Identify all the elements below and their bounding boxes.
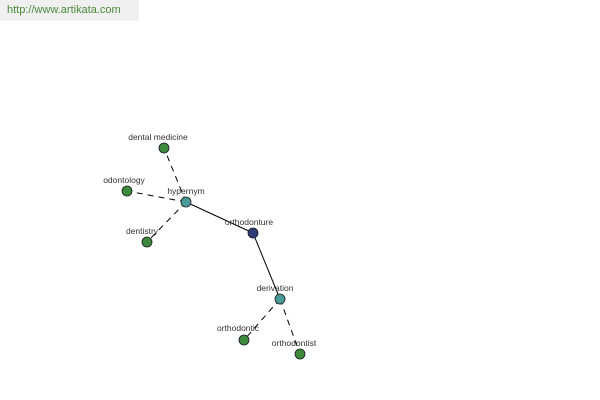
source-url-link[interactable]: http://www.artikata.com xyxy=(0,0,139,21)
graph-labels: orthodonture hypernym derivation dental med… xyxy=(103,132,317,348)
node-label-orthodonture: orthodonture xyxy=(225,217,273,227)
node-label-odontology: odontology xyxy=(103,175,145,185)
node-odontology[interactable] xyxy=(121,185,133,197)
node-derivation[interactable] xyxy=(274,293,286,305)
node-label-hypernym: hypernym xyxy=(167,186,204,196)
edge-hypernym-dental-medicine xyxy=(163,147,187,203)
node-label-dentistry: dentistry xyxy=(126,226,159,236)
edge-derivation-orthodontist xyxy=(279,298,301,355)
node-label-orthodontist: orthodontist xyxy=(272,338,317,348)
node-dentistry[interactable] xyxy=(141,236,153,248)
edge-derivation-orthodontic xyxy=(243,298,281,341)
node-orthodonture[interactable] xyxy=(247,227,259,239)
edge-orthodonture-derivation xyxy=(252,232,281,300)
node-orthodontic[interactable] xyxy=(238,334,250,346)
node-orthodontist[interactable] xyxy=(294,348,306,360)
graph-nodes xyxy=(121,142,306,360)
node-label-derivation: derivation xyxy=(257,283,294,293)
node-hypernym[interactable] xyxy=(180,196,192,208)
graph-edges xyxy=(126,147,301,355)
node-dental-medicine[interactable] xyxy=(158,142,170,154)
node-label-orthodontic: orthodontic xyxy=(217,323,260,333)
edge-hypernym-dentistry xyxy=(146,201,187,243)
node-label-dental-medicine: dental medicine xyxy=(128,132,188,142)
edge-orthodonture-hypernym xyxy=(185,201,254,234)
